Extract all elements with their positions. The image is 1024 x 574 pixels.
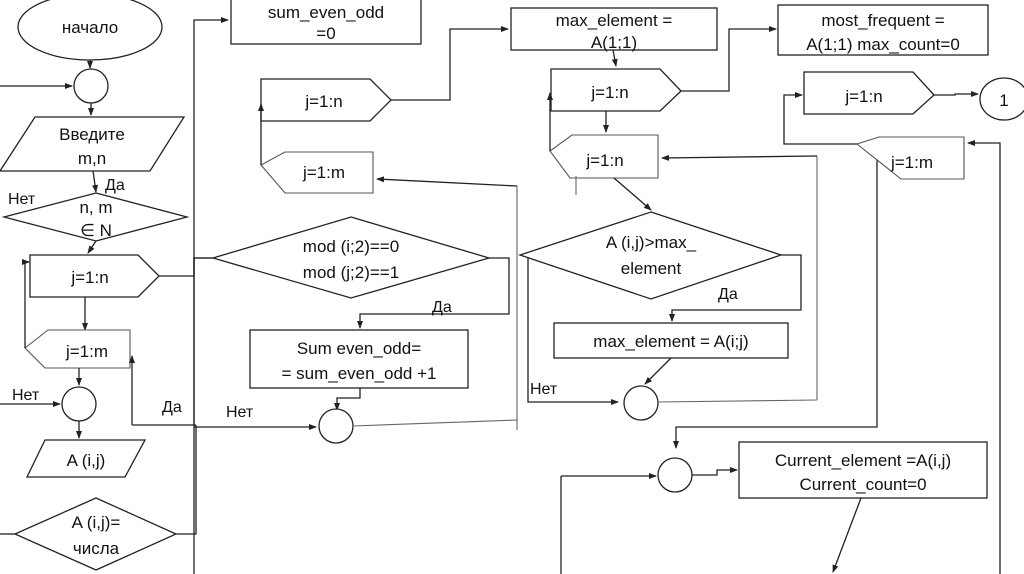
arrow bbox=[87, 240, 97, 254]
offpage-connector: 1 bbox=[979, 77, 1024, 121]
init-sum-line2: =0 bbox=[316, 24, 335, 43]
cond-mod-decision: mod (i;2)==0 mod (j;2)==1 bbox=[210, 216, 492, 299]
loop-inner-3: j=1:n bbox=[549, 134, 659, 179]
loop-outer-4: j=1:n bbox=[803, 71, 935, 115]
init-freq-line1: most_frequent = bbox=[821, 11, 944, 30]
no-label: Нет bbox=[226, 404, 254, 421]
yes-arrow bbox=[357, 257, 510, 329]
cond-mod-line1: mod (i;2)==0 bbox=[303, 237, 399, 256]
arrow bbox=[644, 357, 672, 385]
loop-inner-4: j=1:m bbox=[855, 136, 965, 180]
loop-outer-3: j=1:n bbox=[550, 68, 682, 112]
inc-sum-line2: = sum_even_odd +1 bbox=[281, 364, 436, 383]
connector bbox=[176, 425, 197, 535]
check-aij-line2: числа bbox=[73, 539, 120, 558]
loop-inner-2: j=1:m bbox=[260, 151, 374, 194]
set-max-process: max_element = A(i;j) bbox=[553, 322, 789, 359]
arrow bbox=[611, 49, 618, 67]
loop-outer-1: j=1:n bbox=[29, 254, 160, 298]
init-freq-line2: A(1;1) max_count=0 bbox=[806, 35, 960, 54]
inc-sum-line1: Sum even_odd= bbox=[297, 339, 421, 358]
no-label: Нет bbox=[8, 191, 36, 208]
input-mn-line1: Введите bbox=[59, 125, 125, 144]
no-arrow bbox=[527, 257, 619, 405]
arrow bbox=[673, 150, 878, 449]
set-current-line2: Current_count=0 bbox=[799, 475, 926, 494]
inc-sum-process: Sum even_odd= = sum_even_odd +1 bbox=[249, 329, 469, 389]
arrow bbox=[92, 170, 98, 193]
junction-node bbox=[73, 68, 109, 104]
loop-inner-4-label: j=1:m bbox=[890, 153, 933, 172]
loop-inner-1: j=1:m bbox=[24, 329, 131, 369]
start-terminal: начало bbox=[17, 0, 163, 61]
loop-outer-2-label: j=1:n bbox=[304, 92, 342, 111]
check-mn-line2: ∈ N bbox=[80, 221, 112, 240]
junction-node bbox=[318, 408, 354, 444]
loop-outer-4-label: j=1:n bbox=[844, 87, 882, 106]
yes-label: Да bbox=[105, 177, 125, 194]
connector bbox=[159, 257, 213, 277]
junction-node bbox=[61, 386, 97, 422]
arrow bbox=[681, 26, 777, 92]
init-max-process: max_element = A(1;1) bbox=[510, 7, 718, 52]
input-mn-line2: m,n bbox=[78, 149, 106, 168]
no-label: Нет bbox=[12, 387, 40, 404]
check-aij-line1: A (i,j)= bbox=[72, 513, 121, 532]
arrow bbox=[613, 177, 652, 211]
yes-label: Да bbox=[162, 399, 182, 416]
cond-mod-line2: mod (j;2)==1 bbox=[303, 263, 399, 282]
connector bbox=[352, 419, 518, 427]
loop-outer-2: j=1:n bbox=[260, 78, 392, 122]
connector bbox=[657, 399, 818, 403]
cond-max-line2: element bbox=[621, 259, 682, 278]
arrow bbox=[334, 388, 361, 411]
arrow bbox=[692, 467, 738, 476]
loop-outer-3-label: j=1:n bbox=[590, 83, 628, 102]
junction-node bbox=[657, 457, 693, 493]
cond-max-line1: A (i,j)>max_ bbox=[606, 233, 697, 252]
input-mn: Введите m,n bbox=[0, 116, 186, 172]
input-aij-label: A (i,j) bbox=[67, 451, 106, 470]
set-max-label: max_element = A(i;j) bbox=[593, 332, 748, 351]
init-max-line2: A(1;1) bbox=[591, 33, 637, 52]
junction-node bbox=[623, 385, 659, 421]
init-sum-line1: sum_even_odd bbox=[268, 3, 384, 22]
arrow bbox=[391, 26, 509, 101]
no-label: Нет bbox=[530, 381, 558, 398]
arrow bbox=[934, 91, 979, 97]
offpage-connector-label: 1 bbox=[999, 91, 1008, 110]
start-label: начало bbox=[62, 18, 118, 37]
arrow bbox=[832, 497, 862, 573]
check-aij-decision: A (i,j)= числа bbox=[13, 497, 178, 571]
loop-back-arrow bbox=[783, 92, 857, 145]
trunk-arrow bbox=[193, 17, 229, 574]
loop-inner-2-label: j=1:m bbox=[302, 163, 345, 182]
connector bbox=[193, 257, 213, 425]
init-freq-process: most_frequent = A(1;1) max_count=0 bbox=[777, 4, 989, 56]
yes-arrow bbox=[669, 254, 802, 322]
loop-outer-1-label: j=1:n bbox=[70, 268, 108, 287]
loop-back-arrow bbox=[22, 259, 30, 348]
yes-label: Да bbox=[432, 299, 452, 316]
loop-inner-3-label: j=1:n bbox=[585, 151, 623, 170]
arrow bbox=[967, 140, 1001, 574]
loop-inner-1-label: j=1:m bbox=[65, 342, 108, 361]
set-current-line1: Current_element =A(i,j) bbox=[775, 451, 951, 470]
input-aij: A (i,j) bbox=[25, 439, 147, 478]
set-current-process: Current_element =A(i,j) Current_count=0 bbox=[738, 441, 988, 499]
init-max-line1: max_element = bbox=[556, 11, 673, 30]
yes-label: Да bbox=[718, 286, 738, 303]
arrow bbox=[661, 154, 818, 161]
check-mn-line1: n, m bbox=[79, 198, 112, 217]
arrow bbox=[376, 176, 518, 187]
cond-max-decision: A (i,j)>max_ element bbox=[517, 211, 784, 300]
init-sum-process: sum_even_odd =0 bbox=[230, 0, 422, 45]
